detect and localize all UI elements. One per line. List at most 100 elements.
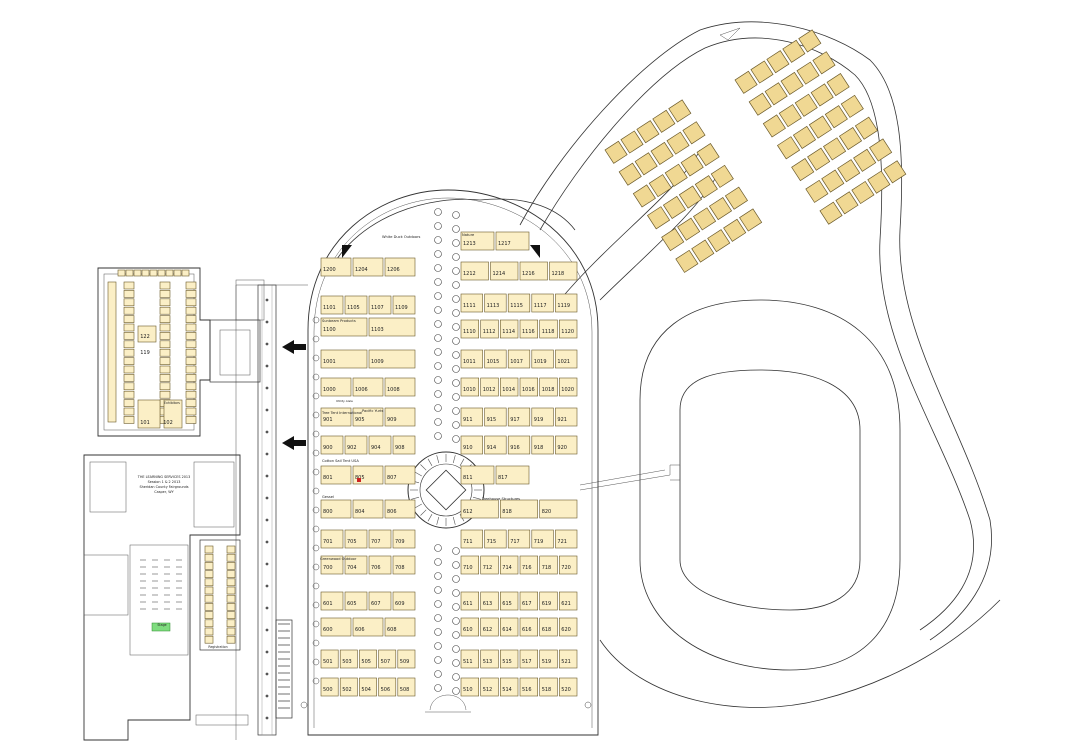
- hall-booth[interactable]: [123, 340, 135, 349]
- outdoor-booth[interactable]: [776, 136, 801, 160]
- booth-715[interactable]: 715: [484, 529, 507, 549]
- booth-510[interactable]: 510: [460, 677, 480, 697]
- hall-booth[interactable]: [159, 390, 171, 399]
- annex-booth[interactable]: [226, 627, 236, 636]
- booth-900[interactable]: 900: [320, 435, 344, 455]
- booth-706[interactable]: 706: [368, 555, 392, 575]
- booth-502[interactable]: 502: [339, 677, 358, 697]
- annex-booth[interactable]: [204, 619, 214, 628]
- booth-721[interactable]: 721: [555, 529, 578, 549]
- hall-booth[interactable]: [185, 416, 197, 424]
- booth-518[interactable]: 518: [539, 677, 558, 697]
- booth-716[interactable]: 716: [519, 555, 539, 575]
- booth-909[interactable]: 909: [384, 407, 416, 427]
- hall-booth-large[interactable]: [163, 399, 183, 429]
- booth-501[interactable]: 501: [320, 649, 339, 669]
- hall-booth[interactable]: [159, 357, 171, 365]
- outdoor-booth[interactable]: [764, 82, 788, 106]
- booth-710[interactable]: 710: [460, 555, 480, 575]
- outdoor-booth[interactable]: [662, 195, 687, 219]
- booth-1100[interactable]: 1100: [320, 317, 368, 337]
- booth-1213[interactable]: 1213: [460, 231, 495, 251]
- outdoor-booth[interactable]: [762, 114, 786, 138]
- booth-908[interactable]: 908: [392, 435, 416, 455]
- outdoor-booth[interactable]: [748, 92, 772, 116]
- booth-1204[interactable]: 1204: [352, 257, 384, 277]
- hall-top-booth[interactable]: [133, 269, 142, 277]
- booth-1115[interactable]: 1115: [507, 293, 531, 313]
- booth-916[interactable]: 916: [507, 435, 531, 455]
- hall-booth[interactable]: [185, 365, 197, 374]
- outdoor-booth[interactable]: [854, 116, 878, 140]
- hall-booth[interactable]: [159, 290, 171, 298]
- booth-509[interactable]: 509: [397, 649, 416, 669]
- hall-booth[interactable]: [185, 290, 197, 298]
- annex-booth[interactable]: [204, 603, 214, 611]
- annex-booth[interactable]: [226, 545, 236, 554]
- annex-booth[interactable]: [204, 611, 214, 619]
- outdoor-booth[interactable]: [632, 184, 656, 208]
- hall-booth[interactable]: [185, 340, 197, 349]
- booth-616[interactable]: 616: [519, 617, 539, 637]
- booth-917[interactable]: 917: [507, 407, 531, 427]
- outdoor-booth[interactable]: [821, 169, 845, 193]
- hall-booth[interactable]: [123, 281, 135, 290]
- annex-booth[interactable]: [226, 611, 236, 619]
- booth-918[interactable]: 918: [531, 435, 554, 455]
- booth-921[interactable]: 921: [555, 407, 578, 427]
- booth-515[interactable]: 515: [499, 649, 519, 669]
- hall-booth[interactable]: [123, 382, 135, 391]
- outdoor-booth[interactable]: [750, 60, 774, 84]
- booth-614[interactable]: 614: [499, 617, 519, 637]
- outdoor-booth[interactable]: [778, 104, 802, 128]
- booth-606[interactable]: 606: [352, 617, 384, 637]
- hall-booth[interactable]: [185, 390, 197, 399]
- outdoor-booth[interactable]: [792, 125, 817, 149]
- annex-booth[interactable]: [226, 586, 236, 595]
- booth-1107[interactable]: 1107: [368, 295, 392, 315]
- booth-1218[interactable]: 1218: [549, 261, 578, 281]
- booth-1114[interactable]: 1114: [499, 319, 519, 339]
- booth-804[interactable]: 804: [352, 499, 384, 519]
- hall-booth[interactable]: [185, 348, 197, 357]
- booth-1118[interactable]: 1118: [539, 319, 558, 339]
- hall-booth[interactable]: [185, 357, 197, 365]
- booth-707[interactable]: 707: [368, 529, 392, 549]
- booth-1214[interactable]: 1214: [490, 261, 519, 281]
- annex-booth[interactable]: [204, 594, 214, 603]
- outdoor-booth[interactable]: [782, 39, 806, 63]
- booth-704[interactable]: 704: [344, 555, 368, 575]
- booth-911[interactable]: 911: [460, 407, 483, 427]
- outdoor-booth[interactable]: [869, 138, 893, 162]
- hall-booth[interactable]: [123, 332, 135, 340]
- hall-booth-large[interactable]: [137, 325, 157, 343]
- outdoor-booth[interactable]: [652, 109, 676, 133]
- outdoor-booth[interactable]: [668, 99, 692, 123]
- booth-1016[interactable]: 1016: [519, 377, 539, 397]
- hall-booth[interactable]: [123, 357, 135, 365]
- booth-717[interactable]: 717: [507, 529, 531, 549]
- hall-booth[interactable]: [159, 281, 171, 290]
- hall-booth[interactable]: [185, 374, 197, 382]
- outdoor-booth[interactable]: [824, 105, 848, 129]
- outdoor-booth[interactable]: [791, 158, 815, 182]
- booth-1017[interactable]: 1017: [507, 349, 531, 369]
- booth-511[interactable]: 511: [460, 649, 480, 669]
- outdoor-booth[interactable]: [724, 186, 748, 210]
- outdoor-booth[interactable]: [666, 131, 690, 155]
- booth-718[interactable]: 718: [539, 555, 558, 575]
- booth-505[interactable]: 505: [359, 649, 377, 669]
- booth-609[interactable]: 609: [392, 591, 416, 611]
- outdoor-booth[interactable]: [805, 179, 829, 203]
- booth-920[interactable]: 920: [555, 435, 578, 455]
- booth-1009[interactable]: 1009: [368, 349, 416, 369]
- hall-booth[interactable]: [123, 315, 135, 323]
- booth-500[interactable]: 500: [320, 677, 339, 697]
- booth-613[interactable]: 613: [480, 591, 499, 611]
- hall-top-booth[interactable]: [165, 269, 174, 277]
- annex-booth[interactable]: [204, 553, 214, 562]
- booth-1116[interactable]: 1116: [519, 319, 539, 339]
- booth-503[interactable]: 503: [339, 649, 358, 669]
- booth-811[interactable]: 811: [460, 465, 495, 485]
- outdoor-booth[interactable]: [634, 152, 658, 176]
